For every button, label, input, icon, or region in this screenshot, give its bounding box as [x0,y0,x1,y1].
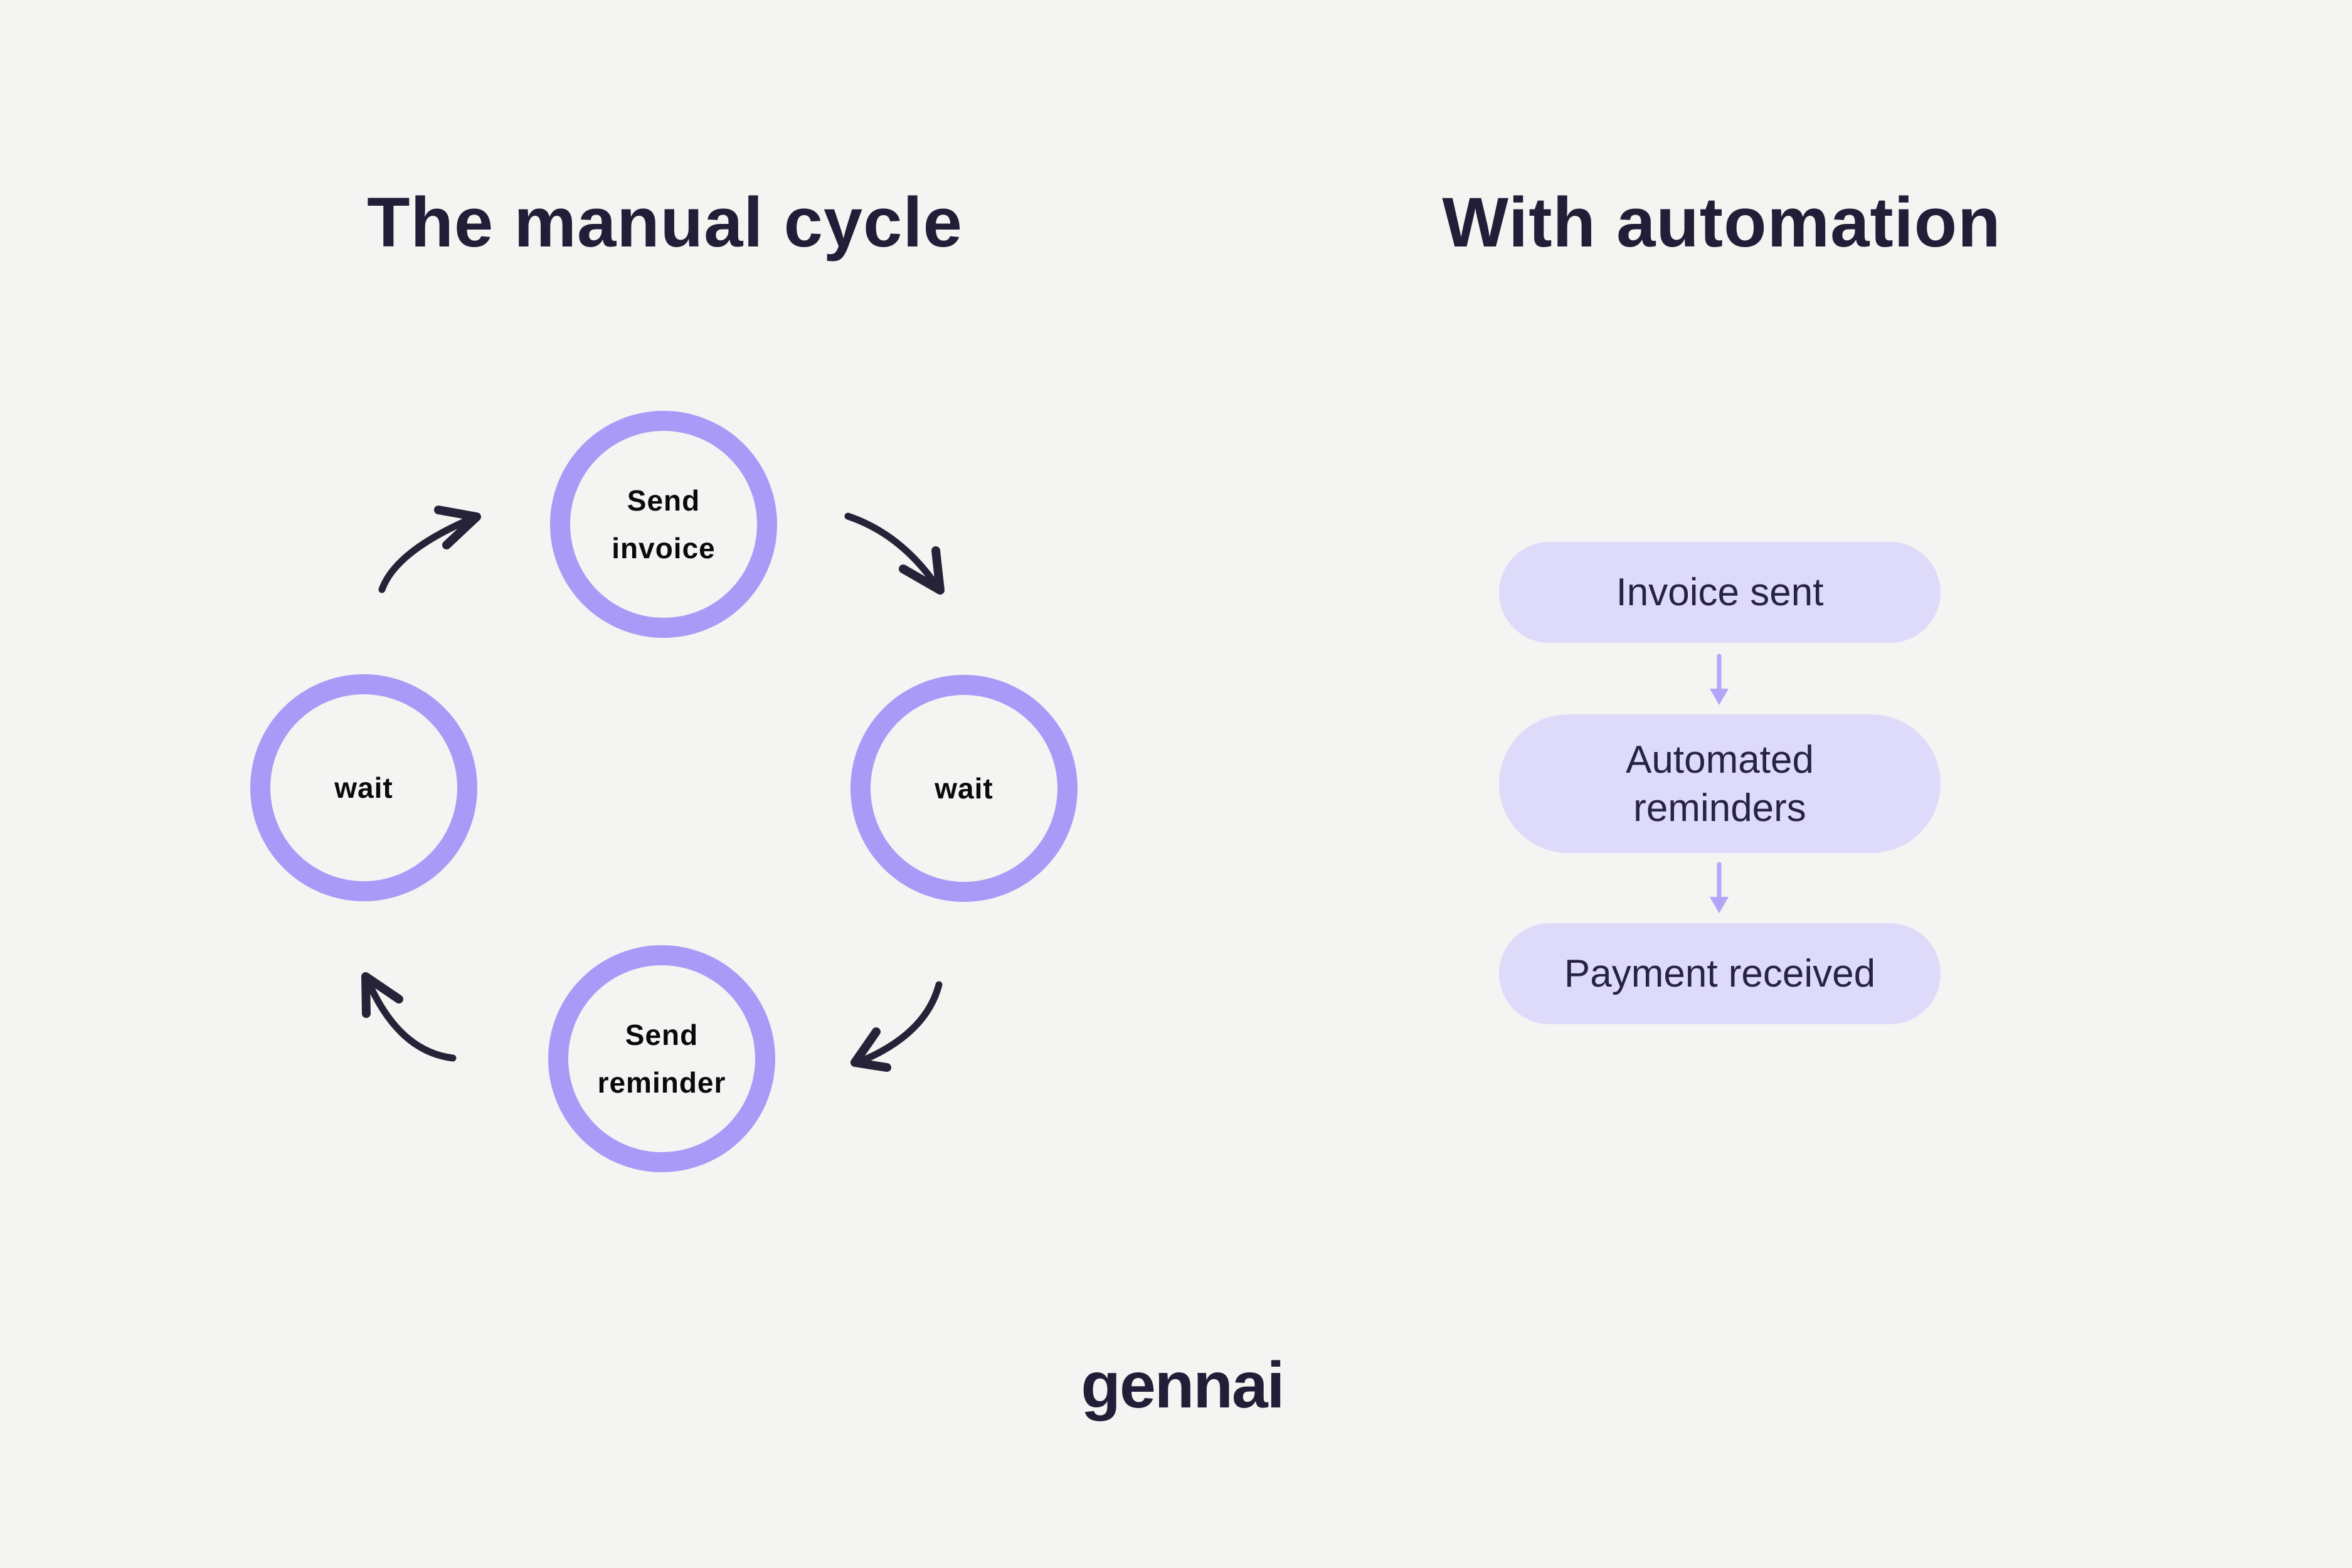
cycle-step-wait-left: wait [250,674,477,901]
cycle-step-label: Send [627,484,701,517]
cycle-step-label: Send [625,1019,699,1051]
cycle-step-label: wait [935,772,993,805]
cycle-step-send-invoice: Send invoice [550,411,777,638]
cycle-step-label: invoice [612,532,716,564]
flow-step-automated-reminders: Automated reminders [1499,714,1941,853]
cycle-arrow-top-left-icon [378,506,481,593]
cycle-arrow-bottom-left-icon [361,972,457,1062]
manual-cycle-title: The manual cycle [367,183,963,262]
flow-arrow-down-1-icon [1710,654,1729,705]
cycle-step-label: reminder [597,1066,726,1099]
flow-step-payment-received: Payment received [1499,923,1941,1024]
flow-step-label: Invoice sent [1616,571,1824,614]
automation-title: With automation [1442,183,2001,262]
cycle-arrow-top-right-icon [844,512,945,595]
flow-step-label: Payment received [1564,952,1876,995]
flow-step-label: Automated [1626,738,1814,781]
gennai-logo: gennai [1081,1349,1285,1422]
cycle-arrow-bottom-right-icon [850,981,943,1072]
cycle-step-send-reminder: Send reminder [548,945,775,1172]
flow-step-invoice-sent: Invoice sent [1499,542,1941,643]
cycle-step-wait-right: wait [850,675,1078,902]
cycle-step-label: wait [334,771,393,804]
flow-step-label: reminders [1633,786,1806,830]
flow-arrow-down-2-icon [1710,862,1729,913]
